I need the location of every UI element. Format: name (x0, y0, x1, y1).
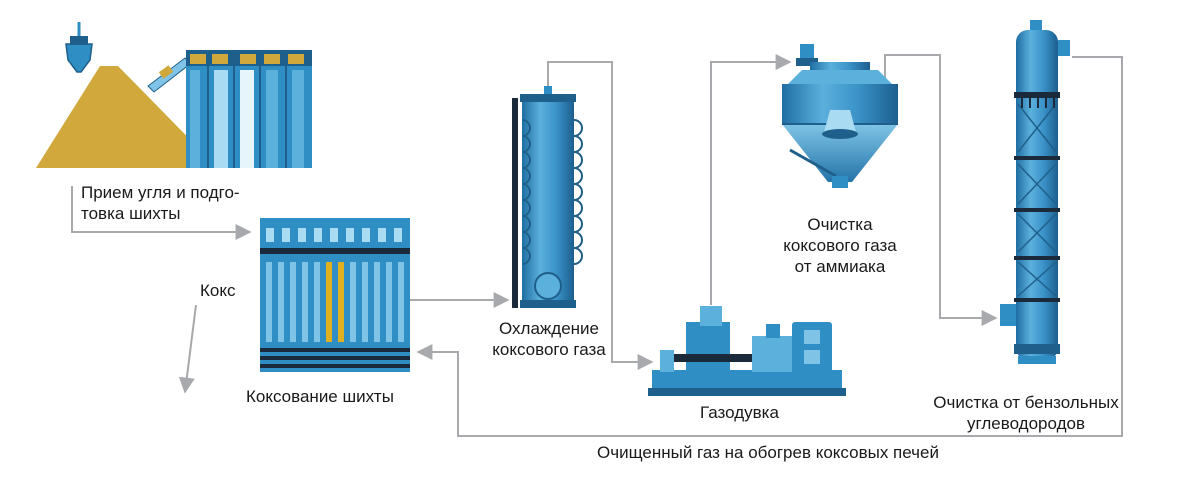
arrow-coke-output (178, 304, 197, 394)
conveyor (147, 57, 191, 93)
coal-intake-equipment (36, 22, 312, 168)
grab-bucket-icon (65, 43, 93, 73)
coking-label: Коксование шихты (246, 387, 394, 406)
gas-blower-label: Газодувка (700, 403, 779, 422)
flow-arrows (71, 54, 1123, 437)
gas-blower (648, 306, 846, 396)
arrow-cooling-to-blower (547, 61, 654, 370)
arrow-blower-to-ammonia (710, 54, 792, 305)
gas-cooler (512, 86, 583, 308)
coal-pile (36, 66, 218, 168)
coke-label: Кокс (200, 281, 236, 300)
arrow-ammonia-to-benzene (884, 54, 998, 326)
arrow-return-gas (416, 56, 1123, 437)
ammonia-label-line1: Очистка (807, 215, 873, 234)
return-gas-label: Очищенный газ на обогрев коксовых печей (597, 443, 939, 462)
coal-intake-label-line2: товка шихты (81, 204, 181, 223)
cooling-label-line1: Охлаждение (499, 319, 599, 338)
ammonia-label-line2: коксового газа (783, 236, 897, 255)
benzene-scrubber-column (1000, 20, 1070, 364)
ammonia-scrubber (782, 44, 898, 188)
cooling-label-line2: коксового газа (492, 340, 606, 359)
coke-oven-battery (260, 218, 410, 372)
benzene-label-line2: углеводородов (967, 414, 1085, 433)
benzene-label-line1: Очистка от бензольных (933, 393, 1119, 412)
arrow-coal-to-coking (71, 186, 252, 240)
coal-intake-label-line1: Прием угля и подго- (81, 183, 240, 202)
ammonia-label-line3: от аммиака (794, 257, 886, 276)
